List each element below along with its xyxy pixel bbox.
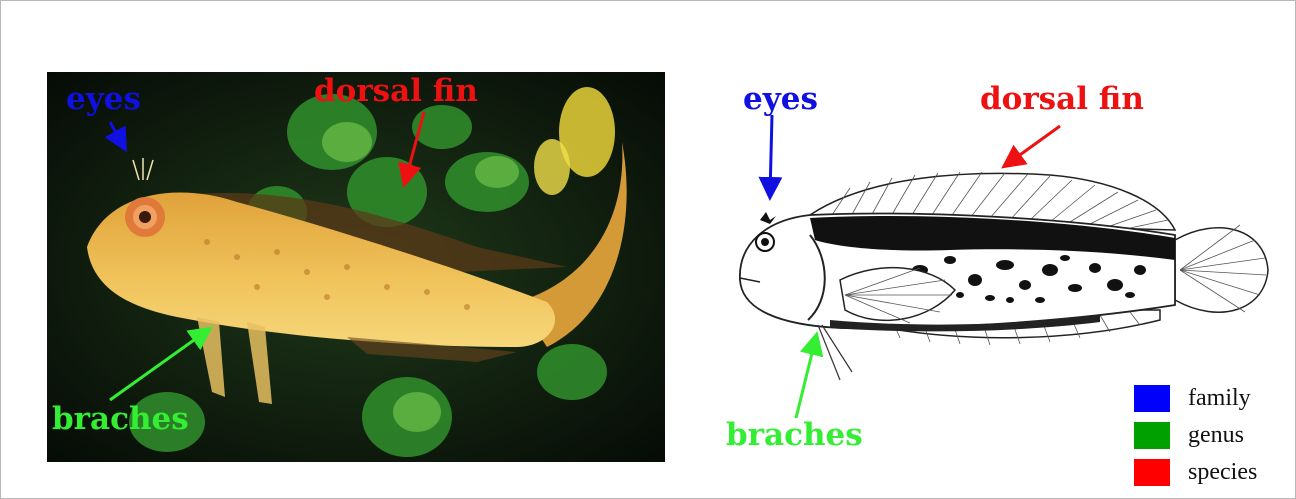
photo-dorsal-fin-arrow [405,112,424,182]
photo-dorsal-fin-label: dorsal fin [314,76,478,107]
legend-item-genus: genus [1134,417,1284,454]
photo-braches-label: braches [52,404,189,435]
drawing-braches-label: braches [726,420,863,451]
legend-item-family: family [1134,380,1284,417]
drawing-eyes-arrow [770,115,772,195]
genus-swatch [1134,422,1170,449]
drawing-dorsal-fin-label: dorsal fin [980,84,1144,115]
drawing-eyes-label: eyes [743,84,818,115]
drawing-dorsal-fin-arrow [1006,126,1060,165]
family-swatch [1134,385,1170,412]
legend-label: genus [1188,422,1244,449]
legend-item-species: species [1134,454,1284,491]
drawing-braches-arrow [796,337,816,418]
species-swatch [1134,459,1170,486]
legend-label: species [1188,459,1257,486]
photo-braches-arrow [110,330,208,400]
legend-label: family [1188,385,1251,412]
photo-eyes-arrow [110,122,124,147]
photo-eyes-label: eyes [66,84,141,115]
legend: family genus species [1134,380,1284,491]
